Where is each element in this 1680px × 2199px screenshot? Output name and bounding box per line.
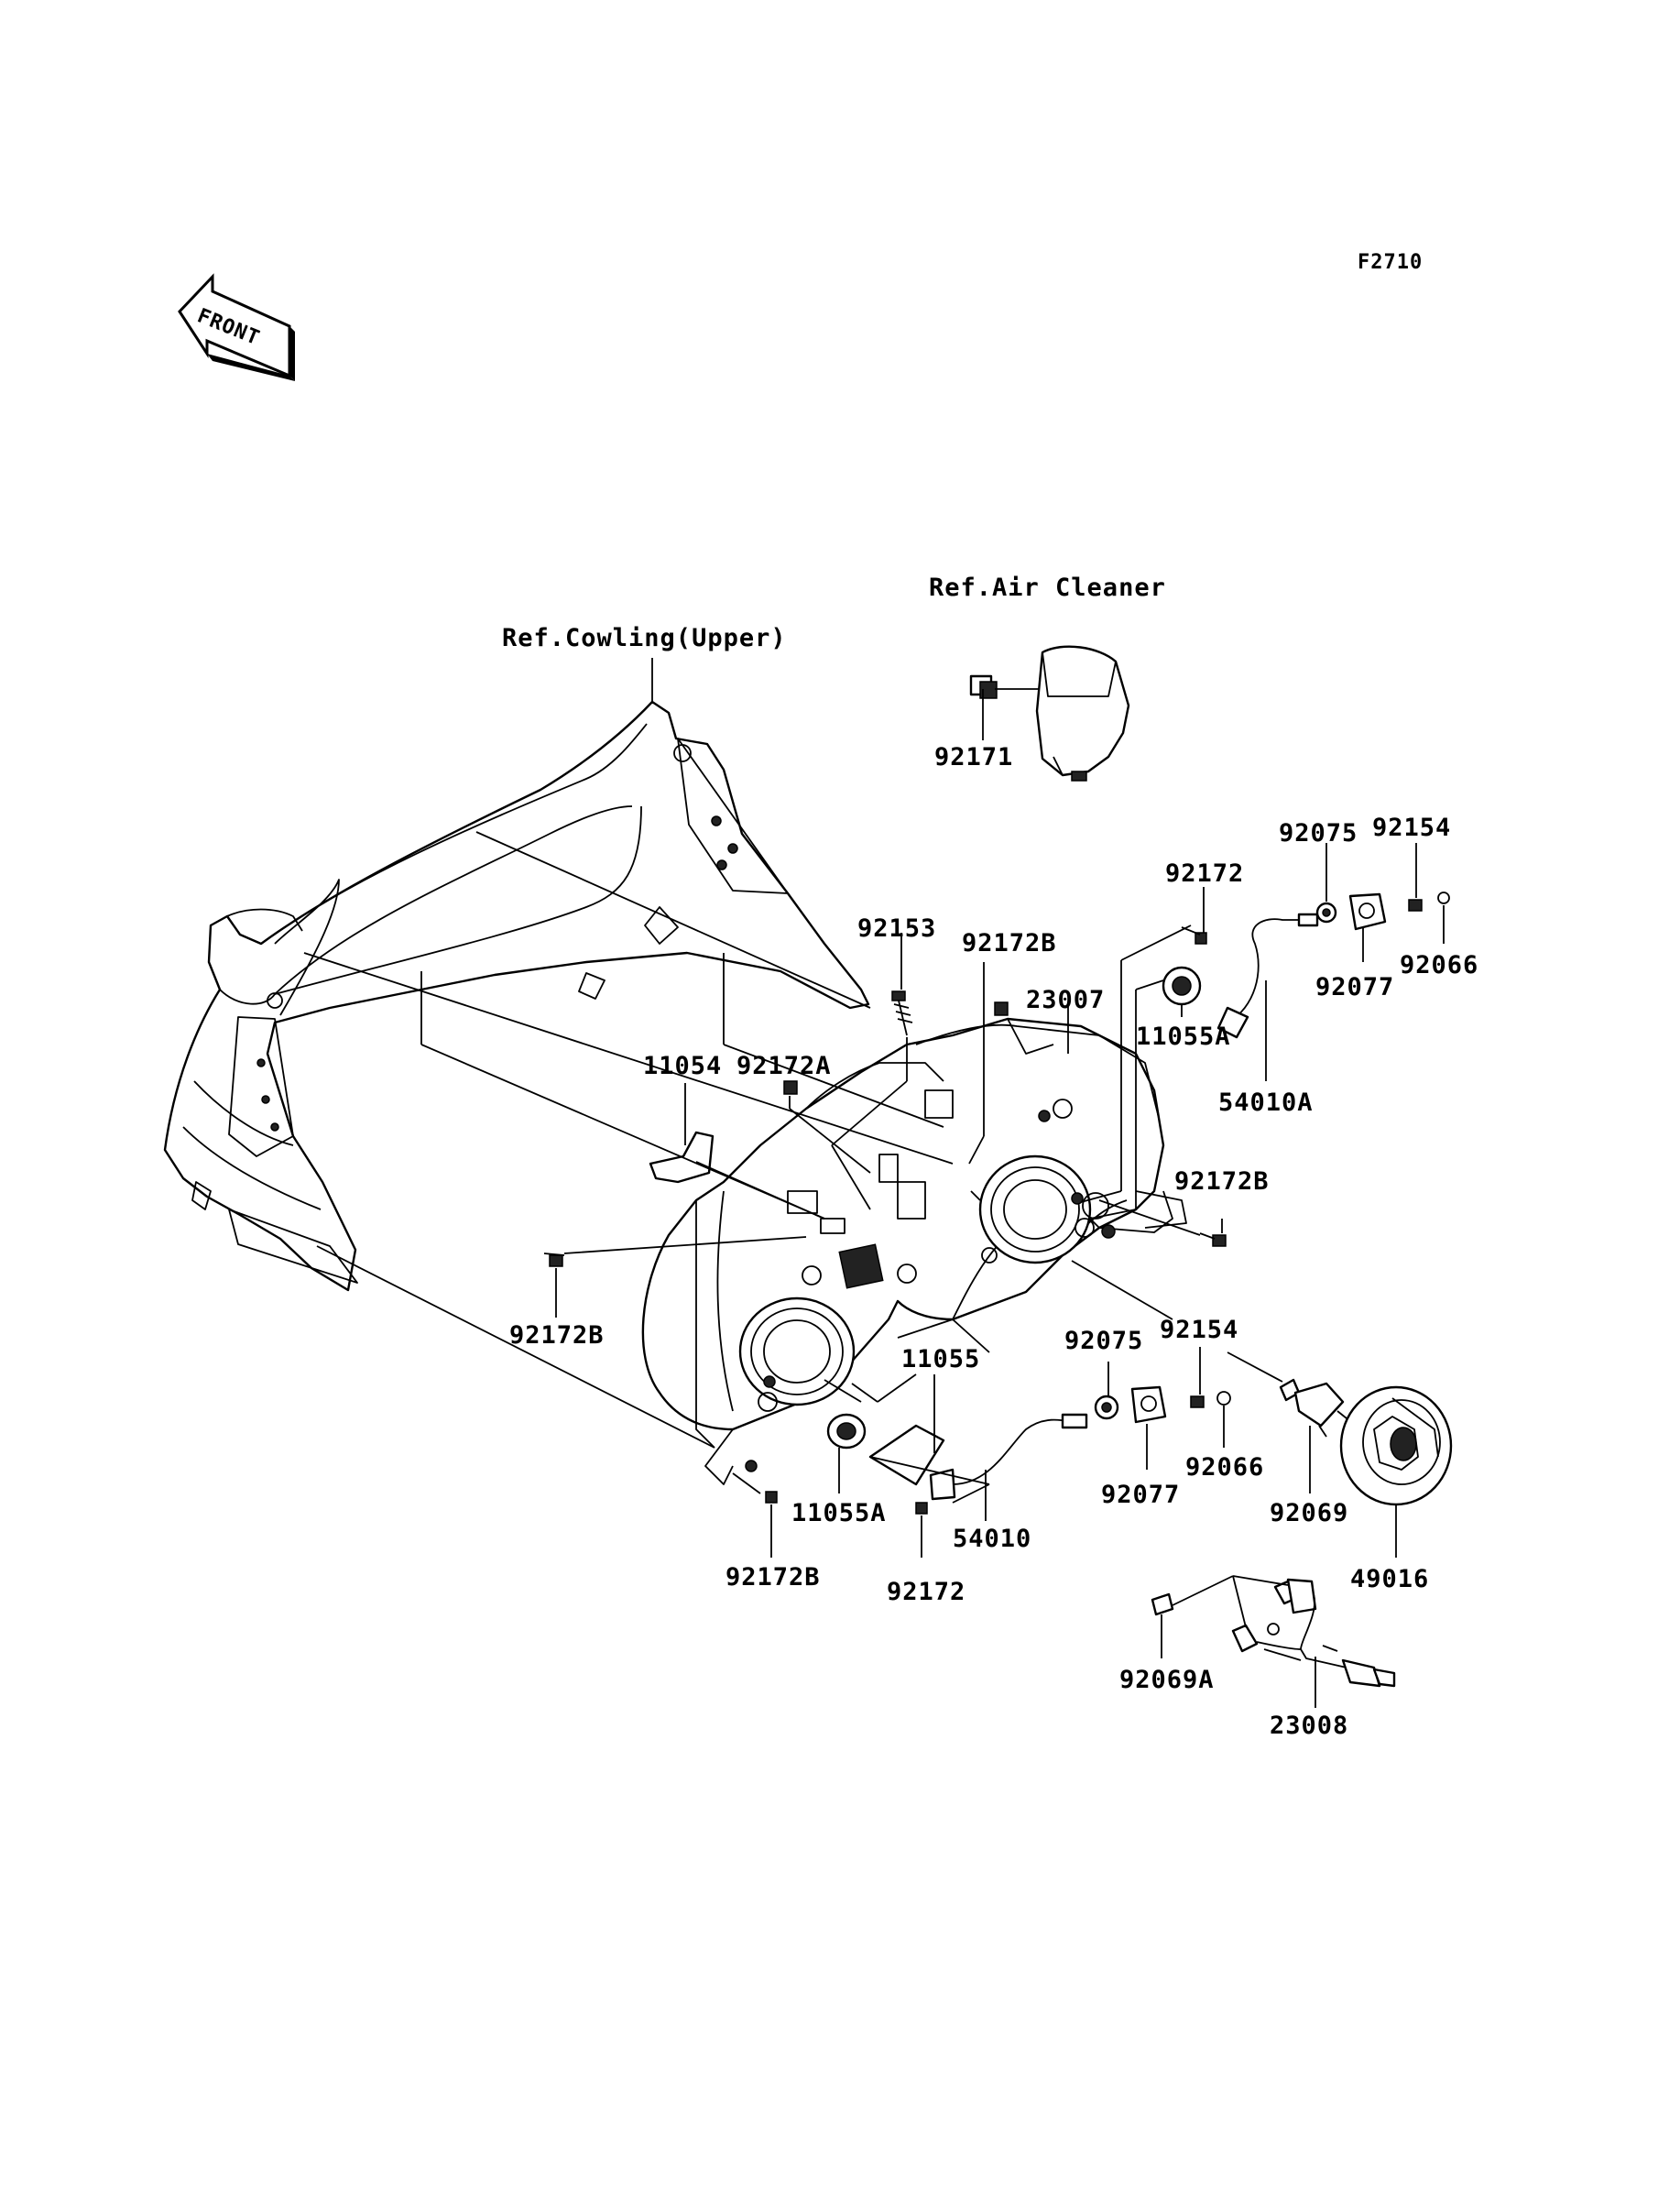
small-parts-drawing bbox=[543, 892, 1453, 1688]
callout-92075-mid: 92075 bbox=[1064, 1327, 1143, 1355]
callout-92172B-bottom: 92172B bbox=[725, 1563, 821, 1592]
callout-92069: 92069 bbox=[1270, 1499, 1348, 1527]
callout-54010: 54010 bbox=[953, 1525, 1031, 1553]
ref-air-cleaner-label: Ref.Air Cleaner bbox=[929, 574, 1166, 602]
callout-labels: 92171 92075 92154 92172 92066 92077 1105… bbox=[509, 743, 1478, 1740]
front-arrow-icon: FRONT bbox=[178, 273, 295, 381]
callout-92154-mid: 92154 bbox=[1160, 1316, 1238, 1344]
callout-92066-top: 92066 bbox=[1400, 951, 1478, 979]
callout-11055A-bottom: 11055A bbox=[791, 1499, 887, 1527]
upper-cowling-drawing bbox=[163, 700, 870, 1292]
callout-23007: 23007 bbox=[1026, 986, 1105, 1014]
callout-11055A-top: 11055A bbox=[1136, 1023, 1231, 1051]
callout-92077-mid: 92077 bbox=[1101, 1481, 1180, 1509]
callout-92153: 92153 bbox=[857, 914, 936, 943]
callout-92172B-left: 92172B bbox=[509, 1321, 605, 1350]
callout-92066-mid: 92066 bbox=[1185, 1453, 1264, 1482]
callout-92172B-top: 92172B bbox=[962, 929, 1057, 957]
callout-11054: 11054 bbox=[643, 1052, 722, 1080]
callout-92172-bottom: 92172 bbox=[887, 1578, 965, 1606]
callout-92069A: 92069A bbox=[1119, 1666, 1215, 1694]
callout-92172A: 92172A bbox=[736, 1052, 832, 1080]
callout-92171: 92171 bbox=[934, 743, 1013, 771]
callout-92154-top: 92154 bbox=[1372, 814, 1451, 842]
air-cleaner-drawing bbox=[969, 645, 1130, 782]
callout-23008: 23008 bbox=[1270, 1712, 1348, 1740]
callout-92075-top: 92075 bbox=[1279, 819, 1358, 848]
callout-54010A: 54010A bbox=[1218, 1089, 1314, 1117]
callout-11055: 11055 bbox=[901, 1345, 980, 1373]
callout-92077-top: 92077 bbox=[1315, 973, 1394, 1001]
headlight-housing-drawing bbox=[641, 1017, 1187, 1485]
callout-92172-top: 92172 bbox=[1165, 859, 1244, 888]
callout-92172B-right: 92172B bbox=[1174, 1167, 1270, 1196]
leader-lines bbox=[303, 658, 1445, 1708]
figure-code: F2710 bbox=[1358, 251, 1423, 274]
ref-cowling-upper-label: Ref.Cowling(Upper) bbox=[502, 624, 787, 652]
callout-49016: 49016 bbox=[1350, 1565, 1429, 1593]
